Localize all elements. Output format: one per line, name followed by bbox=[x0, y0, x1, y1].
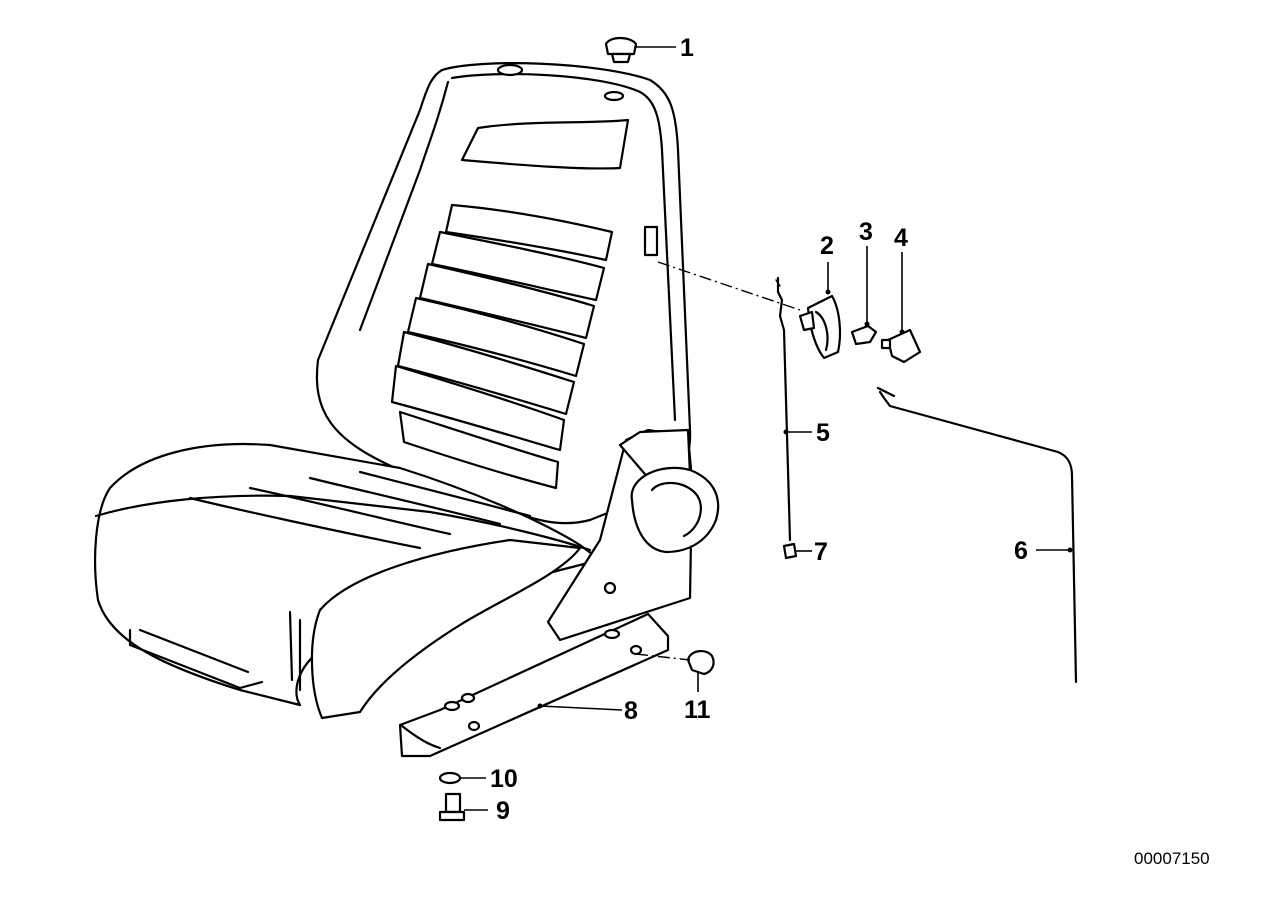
seat-backrest bbox=[315, 62, 692, 525]
leader-lines bbox=[460, 46, 1073, 811]
callout-6: 6 bbox=[1014, 537, 1028, 565]
part-7-clip bbox=[782, 542, 798, 560]
callout-3: 3 bbox=[859, 218, 873, 246]
callout-11: 11 bbox=[684, 696, 711, 724]
part-3-clip bbox=[850, 324, 878, 346]
part-9-bolt bbox=[438, 792, 466, 822]
seat-slide-rail bbox=[398, 612, 670, 758]
part-10-washer bbox=[438, 771, 462, 785]
seat-cushion bbox=[94, 442, 602, 720]
callout-8: 8 bbox=[624, 697, 638, 725]
callout-2: 2 bbox=[820, 232, 834, 260]
part-11-plug bbox=[686, 650, 715, 676]
callout-7: 7 bbox=[814, 538, 828, 566]
part-1-button bbox=[604, 36, 638, 64]
callout-5: 5 bbox=[816, 419, 830, 447]
callout-9: 9 bbox=[496, 797, 510, 825]
part-5-rod bbox=[775, 276, 792, 542]
part-2-handle bbox=[798, 294, 842, 360]
part-4-cap bbox=[880, 328, 922, 364]
callout-1: 1 bbox=[680, 34, 694, 62]
recliner-mechanism bbox=[546, 428, 720, 642]
callout-10: 10 bbox=[490, 765, 518, 793]
part-6-bent-rod bbox=[876, 386, 1078, 684]
callout-4: 4 bbox=[894, 224, 908, 252]
document-id: 00007150 bbox=[1134, 849, 1210, 868]
